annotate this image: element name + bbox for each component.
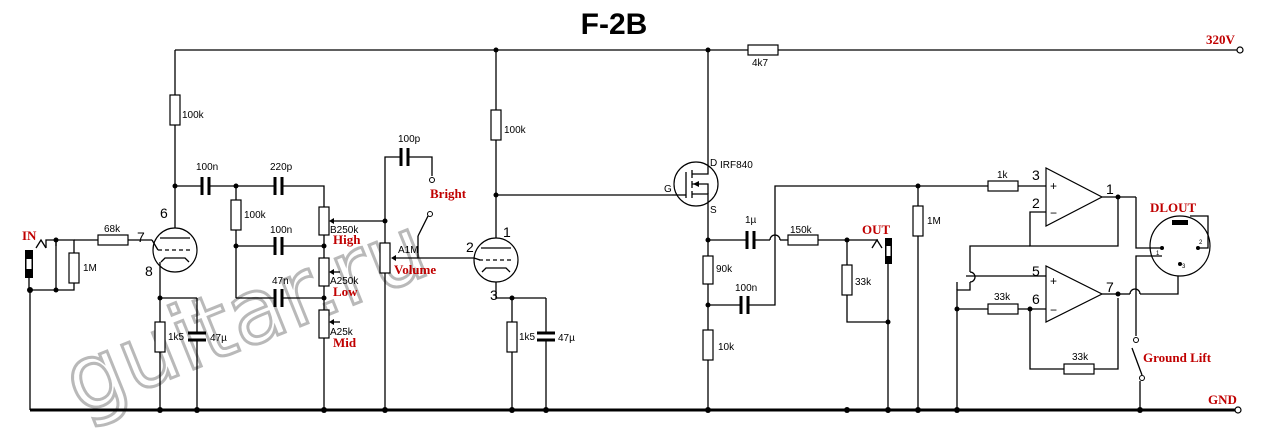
v1-grid-pin: 7 bbox=[137, 229, 145, 245]
r-in-shunt-label: 1M bbox=[83, 263, 97, 274]
low-label[interactable]: Low bbox=[333, 284, 358, 299]
balanced-driver: 1M 1k + − 3 2 1 33k + − 5 6 7 bbox=[912, 167, 1179, 410]
tone-stack: 100n 220p 100k 100n 47n B250k High bbox=[175, 162, 385, 410]
ground-lift-label[interactable]: Ground Lift bbox=[1143, 350, 1212, 365]
c-out-label: 1µ bbox=[745, 215, 757, 226]
mosfet-label: IRF840 bbox=[720, 160, 753, 171]
r-source2-label: 10k bbox=[718, 342, 735, 353]
dlout-xlr: DLOUT 1 2 3 Ground Lift bbox=[1131, 197, 1212, 410]
r-out-label: 150k bbox=[790, 225, 813, 236]
tube-v2: 1 2 3 bbox=[466, 195, 519, 303]
supply-label: 320V bbox=[1206, 32, 1236, 47]
mosfet-source-network: 1µ 150k 90k 100n 10k bbox=[702, 185, 918, 410]
v2-grid-pin: 2 bbox=[466, 239, 474, 255]
mid-label[interactable]: Mid bbox=[333, 335, 357, 350]
pot-high-label: B250k bbox=[330, 225, 359, 236]
v1-plate-pin: 6 bbox=[160, 205, 168, 221]
volume-section: 100p Bright A1M Volume bbox=[379, 134, 474, 410]
v2-cathode-network: 1k5 47µ bbox=[506, 295, 575, 410]
v2-plate-load: 100k bbox=[490, 50, 672, 198]
r-out-shunt-label: 33k bbox=[855, 277, 872, 288]
ground-rail: GND bbox=[30, 392, 1242, 414]
c-treble-label: 220p bbox=[270, 162, 293, 173]
u2-plus-pin: 5 bbox=[1032, 263, 1040, 279]
xlr-pin3: 3 bbox=[1182, 264, 1186, 270]
pot-volume-label: A1M bbox=[398, 245, 419, 256]
mosfet-irf840: IRF840 D G S bbox=[664, 50, 753, 256]
c-cathode1-label: 47µ bbox=[210, 333, 227, 344]
mosfet-s-pin: S bbox=[710, 205, 717, 216]
r-bias-label: 1M bbox=[927, 216, 941, 227]
in-label: IN bbox=[22, 228, 37, 243]
r-cathode1-label: 1k5 bbox=[168, 332, 185, 343]
c-bright-label: 100p bbox=[398, 134, 421, 145]
u1-plus-pin: 3 bbox=[1032, 167, 1040, 183]
page-title: F-2B bbox=[581, 8, 648, 41]
c-source-label: 100n bbox=[735, 283, 757, 294]
c-coupling1-label: 100n bbox=[196, 162, 218, 173]
r-opamp2-in-label: 33k bbox=[994, 292, 1011, 303]
r-supply-label: 4k7 bbox=[752, 58, 769, 69]
mosfet-g-pin: G bbox=[664, 184, 672, 195]
mosfet-d-pin: D bbox=[710, 158, 717, 169]
v2-cathode-pin: 3 bbox=[490, 287, 498, 303]
output-jack: OUT 33k bbox=[841, 222, 892, 410]
tube-v1: 6 7 8 bbox=[137, 186, 198, 298]
u2-minus-pin: 6 bbox=[1032, 291, 1040, 307]
v2-plate-pin: 1 bbox=[503, 224, 511, 240]
volume-label[interactable]: Volume bbox=[394, 262, 436, 277]
r-cathode2-label: 1k5 bbox=[519, 332, 536, 343]
v1-cathode-network: 1k5 47µ bbox=[154, 295, 227, 410]
xlr-pin2: 2 bbox=[1199, 240, 1203, 246]
out-label: OUT bbox=[862, 222, 891, 237]
dlout-label: DLOUT bbox=[1150, 200, 1197, 215]
supply-rail: 320V 4k7 bbox=[175, 32, 1244, 69]
r-plate1-label: 100k bbox=[182, 110, 205, 121]
pot-mid-label: A25k bbox=[330, 327, 354, 338]
c-bass-label: 100n bbox=[270, 225, 292, 236]
svg-text:−: − bbox=[1050, 206, 1057, 220]
v1-cathode-pin: 8 bbox=[145, 263, 153, 279]
r-in-series-label: 68k bbox=[104, 224, 121, 235]
high-label[interactable]: High bbox=[333, 232, 361, 247]
input-jack: IN 1M 68k bbox=[22, 224, 152, 410]
r-opamp2-fb-label: 33k bbox=[1072, 352, 1089, 363]
svg-text:+: + bbox=[1050, 274, 1057, 288]
xlr-pin1: 1 bbox=[1156, 251, 1160, 257]
c-cathode2-label: 47µ bbox=[558, 333, 575, 344]
r-opamp-in-label: 1k bbox=[997, 170, 1009, 181]
supply-terminal bbox=[1236, 46, 1244, 54]
pot-low-label: A250k bbox=[330, 276, 359, 287]
svg-text:−: − bbox=[1050, 303, 1057, 317]
u1-out-pin: 1 bbox=[1106, 181, 1114, 197]
r-tone-label: 100k bbox=[244, 210, 267, 221]
r-source1-label: 90k bbox=[716, 264, 733, 275]
c-mid-label: 47n bbox=[272, 276, 289, 287]
u1-minus-pin: 2 bbox=[1032, 195, 1040, 211]
r-plate2-label: 100k bbox=[504, 125, 527, 136]
u2-out-pin: 7 bbox=[1106, 279, 1114, 295]
ground-label: GND bbox=[1208, 392, 1237, 407]
ground-terminal bbox=[1234, 406, 1242, 414]
v1-plate-load: 100k bbox=[169, 50, 205, 189]
bright-label[interactable]: Bright bbox=[430, 186, 467, 201]
svg-text:+: + bbox=[1050, 179, 1057, 193]
